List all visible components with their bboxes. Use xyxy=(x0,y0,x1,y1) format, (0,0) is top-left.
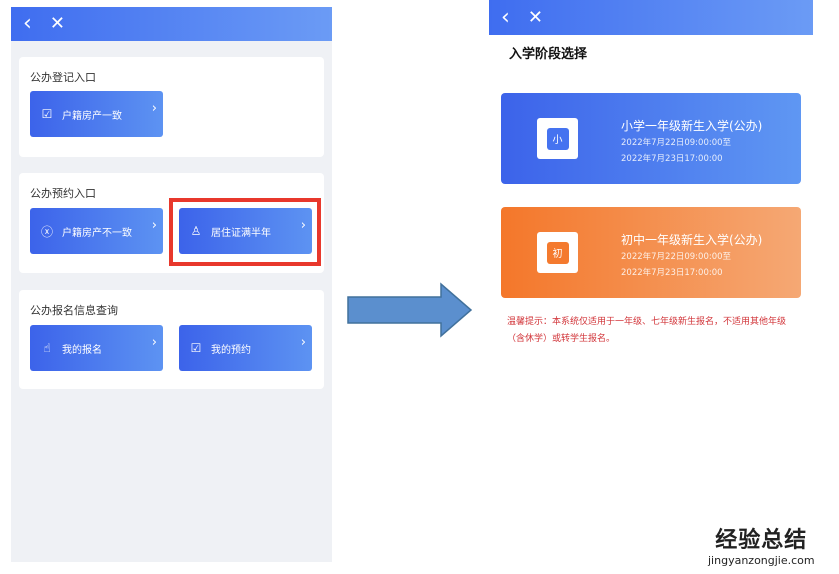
consistent-household-button[interactable]: ☑ 户籍房产一致 › xyxy=(30,91,163,137)
middle-badge-icon: 初 xyxy=(537,232,578,273)
chevron-right-icon: › xyxy=(300,335,306,350)
middle-school-option[interactable]: 初 初中一年级新生入学(公办) 2022年7月22日09:00:00至 2022… xyxy=(501,207,801,298)
section-title: 公办报名信息查询 xyxy=(30,304,118,317)
header-bar: ‹ ✕ xyxy=(489,0,813,35)
highlight-box xyxy=(169,198,321,266)
checkbox-icon: ☑ xyxy=(41,107,53,121)
button-label: 我的报名 xyxy=(62,344,102,356)
option-start: 2022年7月22日09:00:00至 xyxy=(621,252,732,262)
button-label: 居住证满半年 xyxy=(211,227,271,239)
watermark-url: jingyanzongjie.com xyxy=(708,554,815,567)
warning-text: 温馨提示：本系统仅适用于一年级、七年级新生报名，不适用其他年级（含休学）或转学生… xyxy=(507,317,787,344)
chevron-right-icon: › xyxy=(151,335,157,350)
section-title: 公办登记入口 xyxy=(30,71,96,84)
back-icon[interactable]: ‹ xyxy=(501,4,510,30)
hand-tap-icon: ☝ xyxy=(43,341,51,355)
close-icon[interactable]: ✕ xyxy=(527,6,543,28)
section-title: 公办预约入口 xyxy=(30,187,96,200)
registration-card: 公办登记入口 ☑ 户籍房产一致 › xyxy=(19,57,324,157)
my-appointment-button[interactable]: ☑ 我的预约 › xyxy=(179,325,312,371)
appointment-card: 公办预约入口 ⓧ 户籍房产不一致 › ♙ 居住证满半年 › xyxy=(19,173,324,273)
option-end: 2022年7月23日17:00:00 xyxy=(621,268,723,278)
option-end: 2022年7月23日17:00:00 xyxy=(621,154,723,164)
inconsistent-household-button[interactable]: ⓧ 户籍房产不一致 › xyxy=(30,208,163,254)
checkbox-icon: ☑ xyxy=(190,341,202,355)
primary-school-option[interactable]: 小 小学一年级新生入学(公办) 2022年7月22日09:00:00至 2022… xyxy=(501,93,801,184)
query-card: 公办报名信息查询 ☝ 我的报名 › ☑ 我的预约 › xyxy=(19,290,324,389)
chevron-right-icon: › xyxy=(151,101,157,116)
option-title: 初中一年级新生入学(公办) xyxy=(621,233,763,247)
watermark-title: 经验总结 xyxy=(715,528,808,553)
close-icon[interactable]: ✕ xyxy=(49,13,65,34)
arrow-right-icon xyxy=(347,282,473,338)
chevron-right-icon: › xyxy=(151,218,157,233)
option-title: 小学一年级新生入学(公办) xyxy=(621,119,763,133)
my-registration-button[interactable]: ☝ 我的报名 › xyxy=(30,325,163,371)
button-label: 户籍房产一致 xyxy=(62,110,122,122)
user-check-icon: ♙ xyxy=(190,224,202,238)
watermark: 经验总结 jingyanzongjie.com xyxy=(708,522,815,567)
header-bar: ‹ ✕ xyxy=(11,7,332,41)
left-phone-screen: ‹ ✕ 公办登记入口 ☑ 户籍房产一致 › 公办预约入口 ⓧ 户籍房产不一致 ›… xyxy=(11,7,332,562)
x-circle-icon: ⓧ xyxy=(40,224,53,239)
button-label: 我的预约 xyxy=(211,344,251,356)
residence-permit-button[interactable]: ♙ 居住证满半年 › xyxy=(179,208,312,254)
option-start: 2022年7月22日09:00:00至 xyxy=(621,138,732,148)
back-icon[interactable]: ‹ xyxy=(23,11,32,36)
chevron-right-icon: › xyxy=(300,218,306,233)
right-phone-screen: ‹ ✕ 入学阶段选择 小 小学一年级新生入学(公办) 2022年7月22日09:… xyxy=(489,0,813,360)
primary-badge-icon: 小 xyxy=(537,118,578,159)
button-label: 户籍房产不一致 xyxy=(62,227,132,239)
page-title: 入学阶段选择 xyxy=(509,47,588,62)
